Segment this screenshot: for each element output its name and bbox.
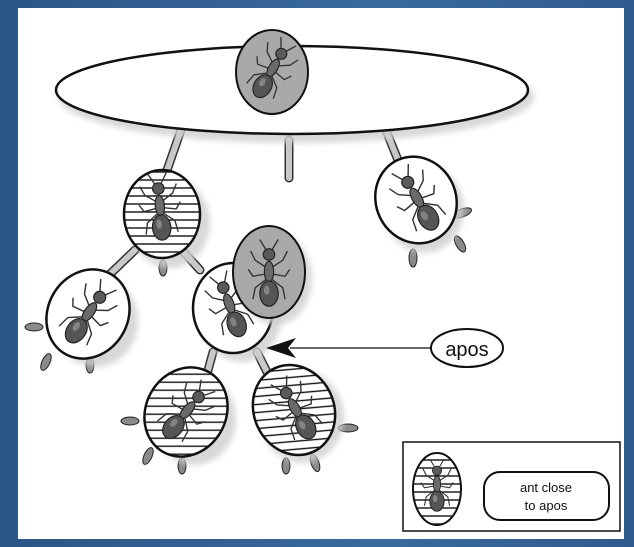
legend-swatch (413, 453, 461, 525)
apos-label: apos (431, 329, 503, 367)
legend-box: ant close to apos (403, 442, 620, 531)
root-ant-pod (236, 30, 308, 114)
legend-text-line1: ant close (520, 480, 572, 495)
root-node (56, 30, 534, 143)
callout-arrow (266, 338, 432, 358)
pod-striped-e (238, 351, 349, 468)
legend-text-line2: to apos (525, 498, 568, 513)
apos-label-text: apos (445, 339, 488, 361)
